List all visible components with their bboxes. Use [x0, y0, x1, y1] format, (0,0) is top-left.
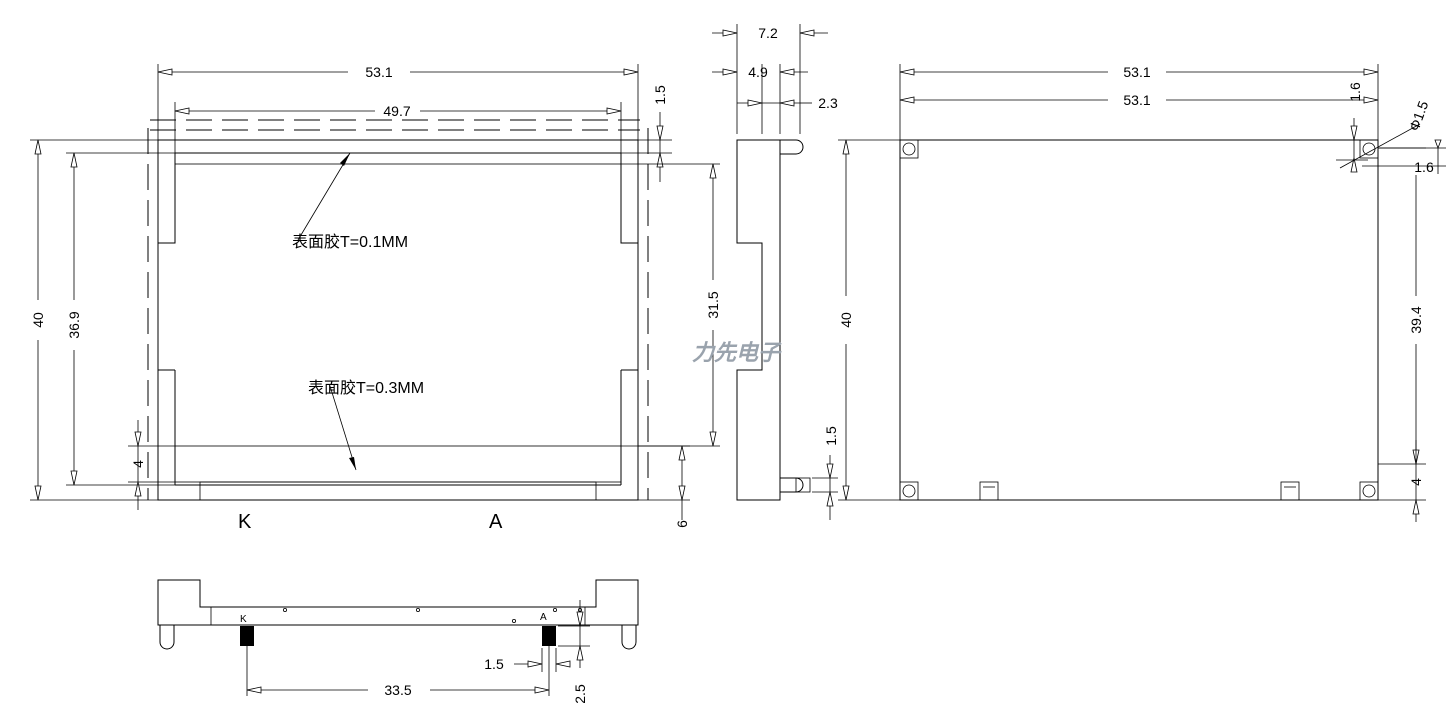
mounting-hole-bottom-right	[1362, 484, 1376, 498]
bottom-adhesive-band	[174, 445, 622, 483]
bottom-right-pin	[621, 625, 637, 650]
dim-back-hole-offset-top: 1.6	[1347, 82, 1363, 102]
bottom-outline	[157, 579, 639, 626]
top-adhesive-strip	[174, 152, 622, 165]
bottom-pin-label-a: A	[540, 612, 547, 623]
dim-front-inner-width: 49.7	[383, 103, 410, 119]
dim-side-body: 4.9	[748, 64, 768, 80]
mounting-hole-top-left	[902, 142, 916, 156]
mounting-hole-bottom-left	[902, 484, 916, 498]
dim-back-hole-diameter: Φ1.5	[1406, 99, 1432, 133]
leader-hole-diameter	[1339, 123, 1421, 169]
dim-back-height: 40	[838, 312, 854, 328]
dim-bottom-pin-pitch: 33.5	[384, 682, 411, 698]
note-bottom-adhesive: 表面胶T=0.3MM	[308, 379, 424, 397]
dim-back-width-top: 53.1	[1123, 64, 1150, 80]
pin-block-a	[542, 626, 556, 646]
dim-back-width-second: 53.1	[1123, 92, 1150, 108]
front-view: 53.1 49.7 1.5 40 36.9	[30, 64, 721, 533]
dim-bottom-pin-width: 1.5	[484, 656, 504, 672]
pin-label-k: K	[238, 511, 252, 533]
back-tab-left	[979, 481, 999, 501]
dim-back-hole-offset-right: 1.6	[1414, 159, 1434, 175]
side-outline	[736, 139, 781, 501]
dim-front-bottom-band: 6	[674, 520, 690, 528]
dim-front-width: 53.1	[365, 64, 392, 80]
note-top-adhesive: 表面胶T=0.1MM	[292, 233, 408, 251]
dim-front-bottom-offset: 4	[130, 460, 146, 468]
led-connector-block	[199, 481, 597, 501]
side-top-pin	[780, 139, 804, 155]
dim-side-pin: 2.3	[818, 95, 838, 111]
pin-block-k	[240, 626, 254, 646]
dim-front-inner-height: 36.9	[66, 311, 82, 338]
dim-front-top-gap: 1.5	[652, 85, 668, 105]
leader-top-adhesive	[297, 152, 351, 241]
back-view: 53.1 53.1 1.6 Φ1.5 1.6 40	[838, 64, 1446, 522]
dim-back-bottom-offset: 4	[1408, 478, 1424, 486]
front-inner-outline	[158, 152, 638, 486]
bottom-left-pin	[159, 625, 175, 650]
side-bottom-pin	[780, 477, 804, 493]
dim-front-active-height: 31.5	[705, 291, 721, 318]
bottom-pin-label-k: K	[240, 614, 247, 625]
pin-label-a: A	[489, 511, 503, 533]
back-tab-right	[1280, 481, 1300, 501]
mounting-hole-top-right	[1362, 142, 1376, 156]
watermark: 力先电子	[692, 340, 782, 365]
dim-bottom-pin-length: 2.5	[572, 684, 588, 704]
dim-side-total: 7.2	[758, 25, 778, 41]
dim-back-right-height: 39.4	[1408, 306, 1424, 333]
dim-front-height: 40	[30, 312, 46, 328]
bottom-view: K A 33.5 1.5 2.5	[157, 579, 639, 704]
back-outline	[899, 139, 1379, 501]
dim-side-pin-height: 1.5	[823, 426, 839, 446]
leader-bottom-adhesive	[329, 385, 357, 471]
side-view: 7.2 4.9 2.3 1.5	[712, 24, 839, 520]
